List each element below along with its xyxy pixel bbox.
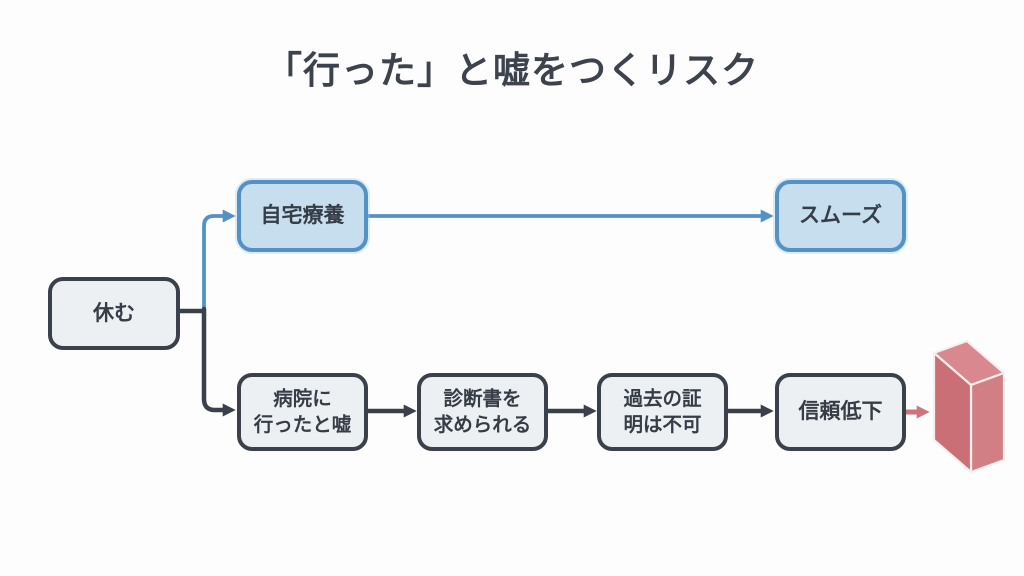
- node-past-proof: 過去の証 明は不可: [597, 373, 728, 451]
- node-home-care-label: 自宅療養: [260, 204, 345, 228]
- wall-side-face: [969, 371, 1006, 474]
- wall-front-face: [932, 351, 973, 474]
- node-hospital-lie: 病院に 行ったと嘘: [237, 373, 368, 451]
- node-home-care: 自宅療養: [237, 180, 368, 252]
- node-certificate: 診断書を 求められる: [417, 373, 548, 451]
- wall-top-face: [932, 339, 1006, 387]
- node-past-proof-line1: 過去の証: [623, 387, 702, 410]
- node-rest-label: 休む: [93, 301, 135, 325]
- node-hospital-lie-line1: 病院に: [273, 387, 332, 410]
- edge-rest-hospitallie: [201, 306, 236, 417]
- node-certificate-line1: 診断書を: [443, 387, 522, 410]
- node-trust-down: 信頼低下: [775, 373, 906, 451]
- node-trust-down-label: 信頼低下: [798, 400, 883, 424]
- node-smooth: スムーズ: [775, 180, 906, 252]
- node-certificate-line2: 求められる: [433, 414, 532, 436]
- node-smooth-label: スムーズ: [799, 204, 882, 228]
- node-hospital-lie-line2: 行ったと嘘: [253, 414, 352, 436]
- edge-rest-homecare: [202, 209, 236, 315]
- page-title: 「行った」と嘘をつくリスク: [265, 50, 759, 91]
- node-rest: 休む: [48, 277, 180, 350]
- red-wall-3d-icon: [932, 339, 1006, 474]
- node-past-proof-line2: 明は不可: [623, 414, 702, 436]
